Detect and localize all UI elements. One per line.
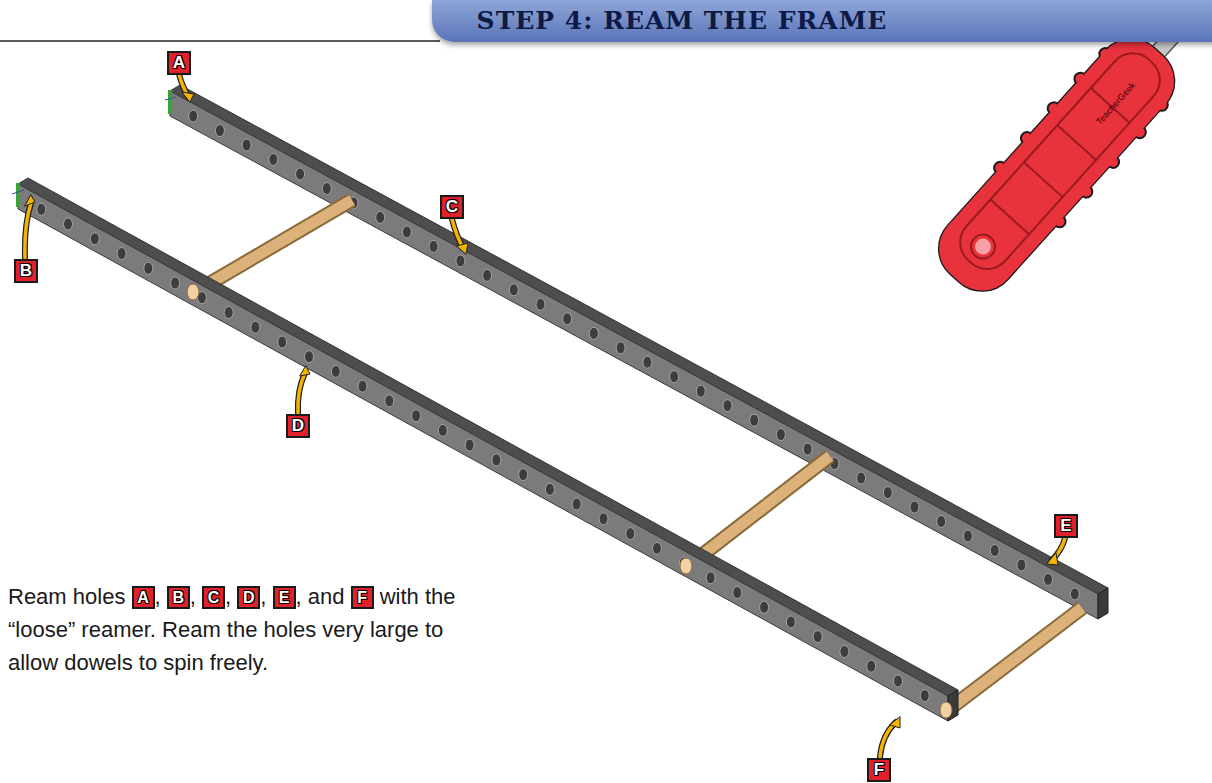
top-rule: [0, 40, 440, 42]
rail-hole: [465, 439, 474, 451]
page-title: STEP 4: REAM THE FRAME: [432, 0, 932, 42]
instruction-words: ,: [260, 584, 266, 609]
instruction-words: ,: [190, 584, 196, 609]
rail-hole: [358, 380, 367, 392]
rail-hole: [803, 443, 812, 455]
rail-hole: [572, 498, 581, 510]
rail-hole: [733, 587, 742, 599]
rail-hole: [643, 356, 652, 368]
rail-hole: [509, 284, 518, 296]
rail-hole: [937, 516, 946, 528]
rail-hole: [37, 203, 46, 215]
instruction-words: , and: [296, 584, 345, 609]
rail-hole: [322, 183, 331, 195]
rail-hole: [894, 675, 903, 687]
hole-badge: D: [237, 586, 260, 609]
rail-hole: [813, 631, 822, 643]
rail-hole: [840, 646, 849, 658]
rail-hole: [1017, 559, 1026, 571]
rail-hole: [760, 601, 769, 613]
rail-hole: [402, 226, 411, 238]
rail-hole: [412, 410, 421, 422]
rail-hole: [251, 321, 260, 333]
reamer-tool: [921, 0, 1212, 309]
rail-hole: [670, 371, 679, 383]
rail-hole: [910, 501, 919, 513]
callout-letter: E: [1054, 514, 1078, 538]
instruction-text: Ream holes A, B, C, D, E, and F with the…: [8, 580, 460, 679]
rail-hole: [1044, 573, 1053, 585]
rail-hole: [990, 545, 999, 557]
rail-hole: [706, 572, 715, 584]
rail-hole: [385, 395, 394, 407]
rail-hole: [599, 513, 608, 525]
rail-hole: [750, 414, 759, 426]
rail-hole: [171, 277, 180, 289]
rail-hole: [786, 616, 795, 628]
callout-letter: A: [167, 51, 191, 75]
hole-badge: A: [132, 586, 155, 609]
rail-hole: [242, 139, 251, 151]
rail-hole: [438, 424, 447, 436]
hole-badge: E: [273, 586, 296, 609]
rail-hole: [776, 429, 785, 441]
rail-hole: [224, 307, 233, 319]
rail-hole: [563, 313, 572, 325]
rail-hole: [296, 168, 305, 180]
rail-hole: [1070, 588, 1079, 600]
rail-hole: [963, 530, 972, 542]
rail-hole: [492, 454, 501, 466]
callout-letter: F: [867, 758, 891, 782]
rail-hole: [920, 690, 929, 702]
rail-hole: [144, 262, 153, 274]
end-mark: [168, 90, 172, 114]
rail-hole: [857, 472, 866, 484]
end-mark: [16, 183, 20, 207]
hole-badge: C: [202, 586, 225, 609]
rail-hole: [189, 110, 198, 122]
rail-hole: [867, 660, 876, 672]
instruction-words: ,: [225, 584, 231, 609]
rail-hole: [883, 487, 892, 499]
rail-hole: [215, 125, 224, 137]
rail-hole: [723, 400, 732, 412]
title-banner: STEP 4: REAM THE FRAME: [432, 0, 1212, 42]
rail-hole: [483, 269, 492, 281]
instruction-words: Ream holes: [8, 584, 125, 609]
rail-hole: [653, 542, 662, 554]
rail-hole: [456, 255, 465, 267]
rail-hole: [545, 483, 554, 495]
rail-hole: [64, 218, 73, 230]
rail-hole: [536, 298, 545, 310]
rail-hole: [376, 211, 385, 223]
hole-badge: F: [351, 586, 374, 609]
rail-hole: [331, 365, 340, 377]
callout-letter: C: [440, 195, 464, 219]
callout-letter: D: [286, 414, 310, 438]
rail-hole: [90, 233, 99, 245]
rail-hole: [519, 469, 528, 481]
rail-hole: [429, 240, 438, 252]
rail-hole: [305, 351, 314, 363]
instruction-words: ,: [155, 584, 161, 609]
rail-hole: [269, 154, 278, 166]
rail-hole: [616, 342, 625, 354]
rail-hole: [117, 248, 126, 260]
rail-hole: [589, 327, 598, 339]
dowel-ends: [187, 284, 952, 718]
hole-badge: B: [167, 586, 190, 609]
rail-hole: [626, 528, 635, 540]
rail-hole: [696, 385, 705, 397]
callout-letter: B: [14, 259, 38, 283]
rail-hole: [278, 336, 287, 348]
